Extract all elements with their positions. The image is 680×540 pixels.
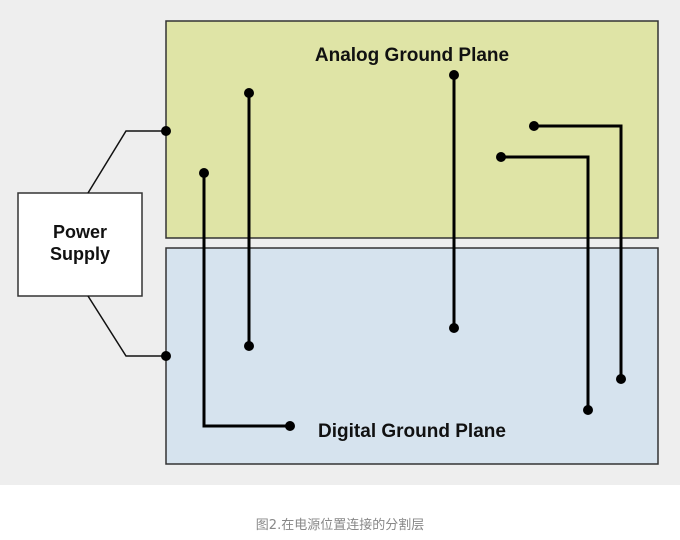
- trace-1: [244, 88, 254, 351]
- analog-connection-node: [161, 126, 171, 136]
- trace-4: [529, 121, 626, 384]
- diagram-svg: Power Supply Analog Ground Plane Digital…: [17, 20, 659, 465]
- power-supply-label-line2: Supply: [50, 244, 110, 264]
- supply-to-analog-wire: [87, 130, 166, 194]
- trace-5: [496, 152, 593, 415]
- trace-2: [199, 168, 295, 431]
- diagram-canvas: Power Supply Analog Ground Plane Digital…: [0, 0, 680, 485]
- figure-caption: 图2.在电源位置连接的分割层: [255, 518, 425, 533]
- trace-3: [449, 70, 459, 333]
- power-supply-box: [17, 192, 143, 297]
- power-supply-label-line1: Power: [53, 222, 107, 242]
- analog-plane-label: Analog Ground Plane: [315, 45, 509, 66]
- digital-connection-node: [161, 351, 171, 361]
- digital-plane-label: Digital Ground Plane: [318, 421, 506, 442]
- supply-to-digital-wire: [87, 295, 166, 357]
